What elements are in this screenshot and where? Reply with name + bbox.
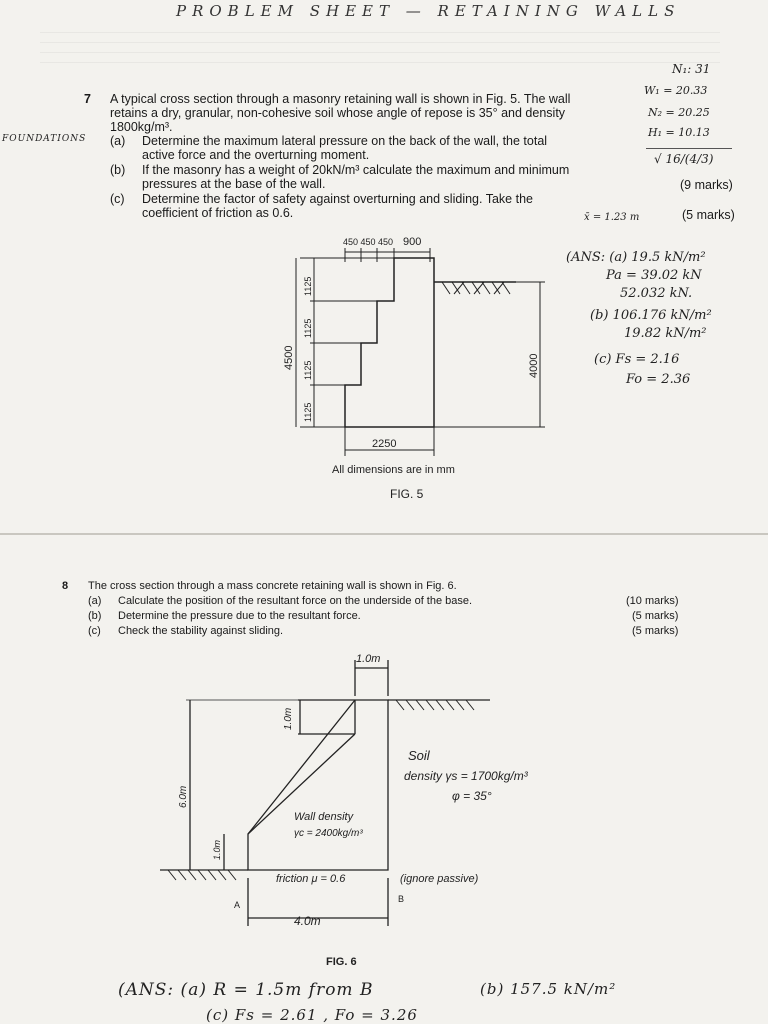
page-fold-divider (0, 533, 768, 535)
q7-part-a-text: Determine the maximum lateral pressure o… (142, 134, 548, 148)
fig5-step-height: 1125 (303, 319, 313, 338)
q8-part-a-label: (a) (88, 595, 102, 607)
answer-line: (c) Fs = 2.16 (594, 352, 680, 367)
q8-intro: The cross section through a mass concret… (88, 580, 457, 592)
q7-intro-line: 1800kg/m³. (110, 120, 173, 134)
answer-line: (ANS: (a) 19.5 kN/m² (566, 250, 706, 265)
q8-part-b-label: (b) (88, 610, 102, 622)
q7-intro-line: retains a dry, granular, non-cohesive so… (110, 106, 566, 120)
note-line: N₁: 31 (672, 62, 711, 76)
fig6-base-width: 4.0m (294, 914, 321, 928)
q7-part-a-label: (a) (110, 134, 126, 148)
fig6-point-b: B (398, 894, 404, 904)
q7-number: 7 (84, 92, 91, 106)
fig5-top-width: 900 (403, 236, 421, 248)
note-line: √ 16/(4/3) (654, 152, 714, 166)
fig5-retained-height: 4000 (528, 354, 540, 378)
margin-note-foundations: FOUNDATIONS (2, 134, 87, 144)
fig5-caption: FIG. 5 (390, 487, 424, 501)
q8-number: 8 (62, 580, 69, 592)
q8-answer-line: (c) Fs = 2.61 , Fo = 3.26 (206, 1006, 418, 1024)
answer-line: Fo = 2.36 (626, 372, 691, 387)
q8-part-b-text: Determine the pressure due to the result… (118, 610, 361, 622)
q7-part-c-text: coefficient of friction as 0.6. (142, 206, 294, 220)
sheet-title: PROBLEM SHEET — RETAINING WALLS (176, 2, 681, 20)
note-line: W₁ = 20.33 (644, 84, 708, 97)
q8-part-c-label: (c) (88, 625, 101, 637)
q7-part-b-marks: (9 marks) (680, 178, 733, 192)
fig5-top-steps: 450 450 450 (343, 237, 393, 247)
fig6-ignore-passive: (ignore passive) (400, 873, 479, 885)
q7-part-a-text: active force and the overturning moment. (142, 148, 370, 162)
note-line: H₁ = 10.13 (648, 126, 710, 139)
q8-answer-line: (ANS: (a) R = 1.5m from B (118, 980, 374, 1000)
fig5-dimension-note: All dimensions are in mm (332, 464, 455, 476)
answer-line: 52.032 kN. (620, 286, 693, 301)
fig6-soil-angle: φ = 35° (452, 789, 492, 803)
fig6-wall-label: Wall density (294, 811, 355, 823)
fig5-total-height: 4500 (283, 346, 295, 370)
fig6-point-a: A (234, 900, 240, 910)
answer-line: 19.82 kN/m² (624, 326, 707, 341)
q7-part-c-text: Determine the factor of safety against o… (142, 192, 533, 206)
q7-part-b-label: (b) (110, 163, 126, 177)
q8-part-a-marks: (10 marks) (626, 595, 679, 607)
fig5-step-height: 1125 (303, 361, 313, 380)
q8-part-c-marks: (5 marks) (632, 625, 679, 637)
q8-answer-line: (b) 157.5 kN/m² (480, 980, 617, 998)
q8-part-c-text: Check the stability against sliding. (118, 625, 284, 637)
answer-line: (b) 106.176 kN/m² (590, 308, 712, 323)
fig6-caption: FIG. 6 (326, 956, 357, 968)
q7-intro-line: A typical cross section through a masonr… (110, 92, 571, 106)
q7-part-b-text: pressures at the base of the wall. (142, 177, 326, 191)
fig6-toe-height: 1.0m (212, 839, 222, 860)
note-line: N₂ = 20.25 (648, 106, 710, 119)
fig5-step-height: 1125 (303, 403, 313, 422)
fig5-base-width: 2250 (372, 438, 396, 450)
bleed-through-text (40, 32, 720, 72)
note-line: x̄ = 1.23 m (584, 212, 640, 223)
figure-6: 1.0m 1.0m 6.0m 1.0m Soil density γs = 17… (160, 653, 529, 968)
figure-5: 450 450 450 900 4500 1125 1125 1125 1125… (283, 236, 545, 501)
q7-part-c-marks: (5 marks) (682, 208, 735, 222)
note-divider (646, 148, 732, 149)
fig6-top-width: 1.0m (356, 653, 380, 665)
q8-part-a-text: Calculate the position of the resultant … (118, 595, 473, 607)
answer-line: Pa = 39.02 kN (606, 268, 702, 283)
fig6-total-height: 6.0m (178, 786, 189, 808)
fig6-soil-density: density γs = 1700kg/m³ (404, 769, 529, 783)
q7-part-c-label: (c) (110, 192, 125, 206)
fig6-soil-label: Soil (408, 748, 431, 763)
fig6-top-height: 1.0m (283, 708, 294, 730)
q8-part-b-marks: (5 marks) (632, 610, 679, 622)
fig6-friction: friction μ = 0.6 (276, 873, 346, 885)
fig5-step-height: 1125 (303, 277, 313, 296)
q7-part-b-text: If the masonry has a weight of 20kN/m³ c… (142, 163, 570, 177)
fig6-wall-density: γc = 2400kg/m³ (294, 828, 363, 839)
